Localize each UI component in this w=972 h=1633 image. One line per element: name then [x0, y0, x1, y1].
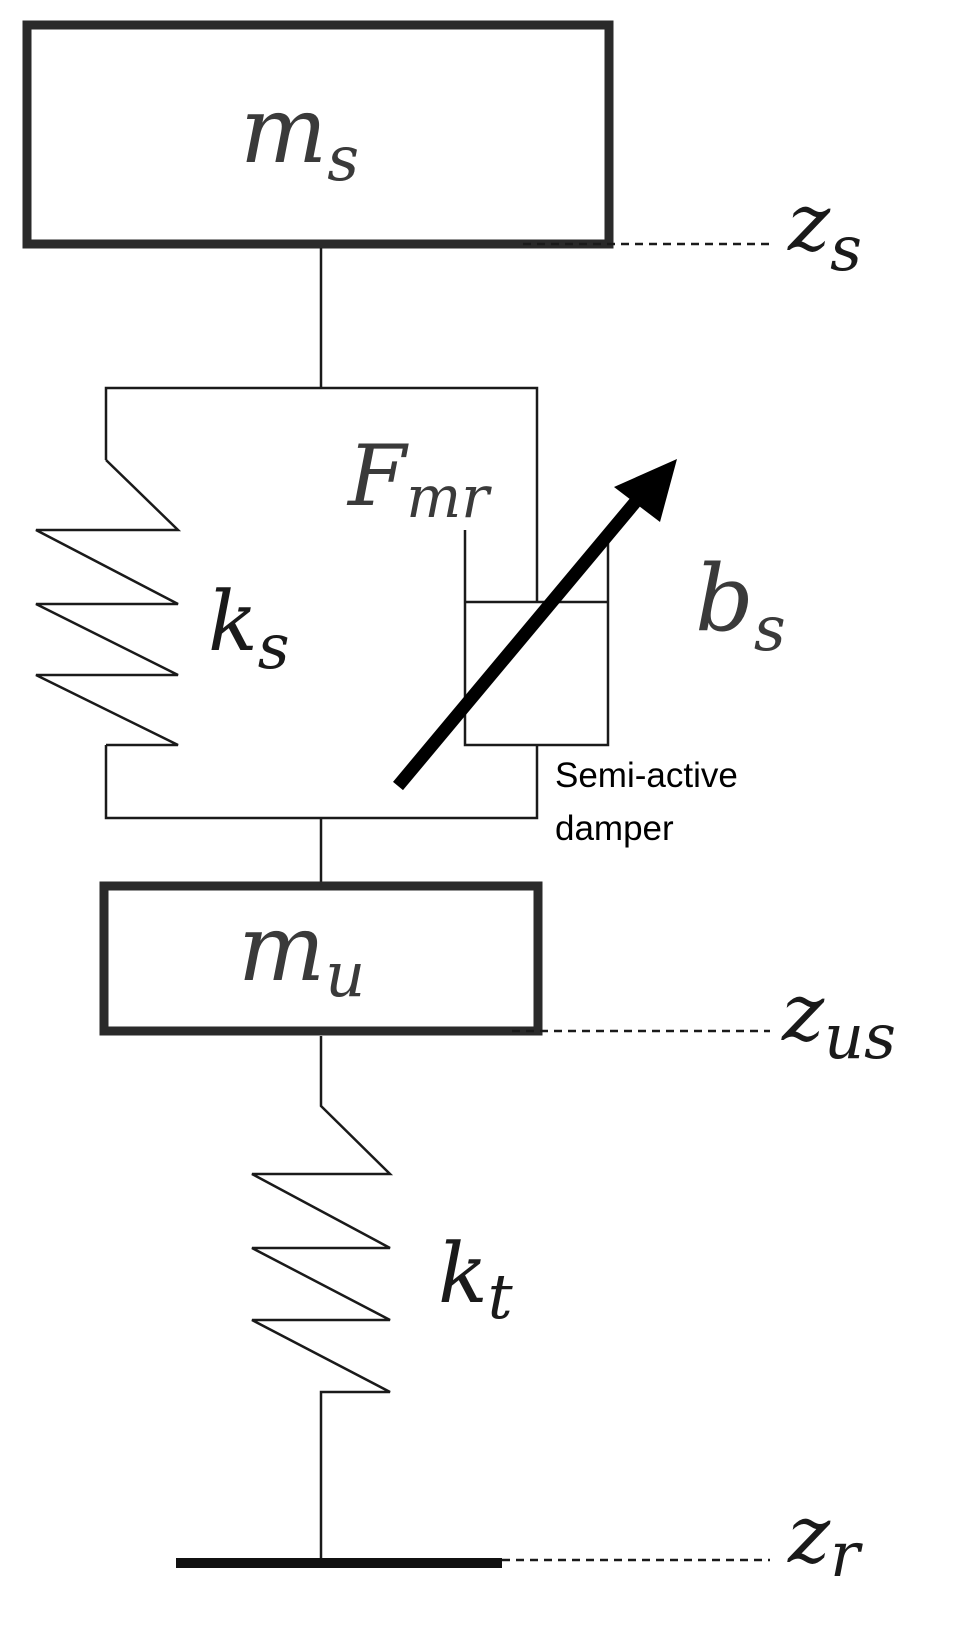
unsprung-disp-label: zus: [781, 966, 896, 1073]
sprung-mass-subscript: s: [327, 122, 359, 195]
road-disp-subscript: r: [830, 1518, 863, 1591]
unsprung-disp-subscript: us: [824, 1000, 896, 1073]
sprung-disp-label: zs: [787, 176, 862, 285]
suspension-spring-label: ks: [208, 575, 290, 683]
suspension-spring-subscript: s: [258, 610, 290, 683]
mr-force-subscript: mr: [406, 463, 492, 531]
sprung-mass-symbol: m: [240, 77, 327, 184]
unsprung-disp-symbol: z: [781, 966, 825, 1059]
suspension-spring-symbol: k: [208, 575, 258, 670]
unsprung-mass-symbol: m: [238, 895, 325, 1002]
suspension-frame-bottom: [104, 745, 539, 820]
unsprung-mass-subscript: u: [325, 938, 365, 1011]
damping-label: bs: [695, 545, 786, 665]
unsprung-mass-label: mu: [238, 895, 365, 1011]
damping-symbol: b: [695, 545, 754, 652]
damper-caption-line2: damper: [555, 809, 674, 848]
sprung-disp-subscript: s: [830, 212, 862, 285]
damping-subscript: s: [754, 592, 786, 665]
tire-spring: [251, 1036, 394, 1560]
mr-force-symbol: F: [346, 427, 409, 525]
road-disp-label: zr: [787, 1488, 863, 1591]
tire-spring-subscript: t: [488, 1260, 513, 1333]
damper-cylinder: [463, 530, 610, 747]
suspension-frame-top: [104, 386, 539, 602]
tire-spring-label: kt: [438, 1227, 513, 1333]
unsprung-mass-box: [99, 881, 543, 1036]
sprung-disp-symbol: z: [787, 176, 831, 269]
road-disp-symbol: z: [787, 1488, 831, 1581]
variable-damping-arrow-shaft: [393, 495, 642, 791]
sprung-mass-box: [22, 20, 614, 249]
mr-force-label: Fmr: [346, 427, 492, 531]
suspension-spring: [35, 459, 182, 747]
damper-caption-line1: Semi-active: [555, 756, 738, 795]
sprung-mass-label: ms: [240, 77, 359, 195]
variable-damping-arrowhead: [614, 459, 677, 522]
tire-spring-symbol: k: [438, 1227, 488, 1322]
